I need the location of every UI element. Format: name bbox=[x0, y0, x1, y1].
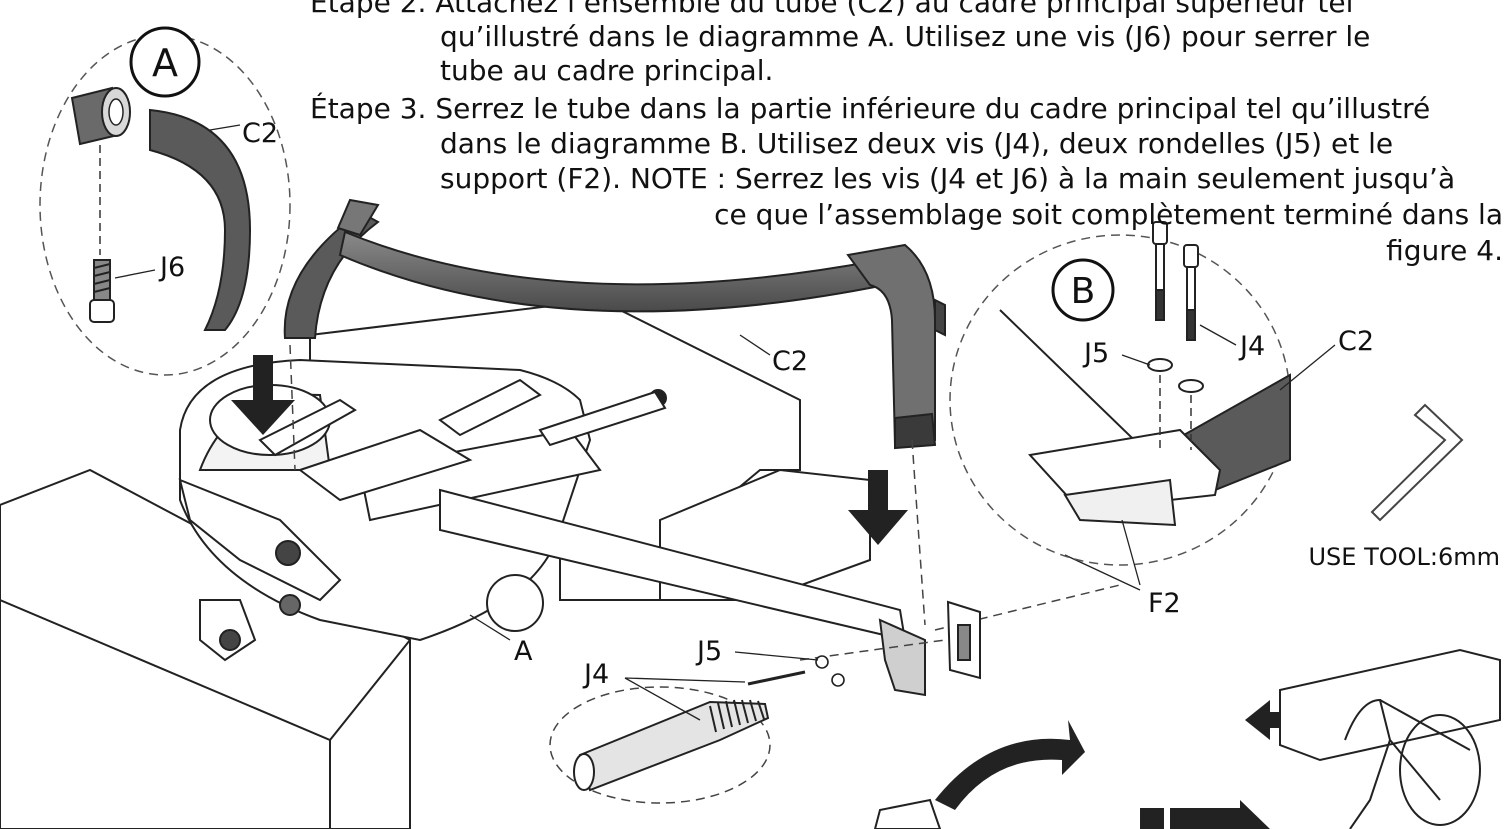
step3-line1: Étape 3. Serrez le tube dans la partie i… bbox=[310, 92, 1431, 125]
step3-line3: support (F2). NOTE : Serrez les vis (J4 … bbox=[440, 162, 1456, 195]
step2-line3: tube au cadre principal. bbox=[440, 54, 774, 87]
bracket-f2-main bbox=[946, 600, 981, 680]
main-label-a: A bbox=[514, 636, 533, 667]
tube-c2 bbox=[283, 198, 946, 450]
packaging-box-left bbox=[0, 468, 411, 829]
down-arrow-left bbox=[231, 355, 295, 435]
step3-line2: dans le diagramme B. Utilisez deux vis (… bbox=[440, 127, 1394, 160]
down-arrow-right bbox=[848, 470, 908, 545]
tool-label: USE TOOL:6mm bbox=[1308, 543, 1500, 571]
detail-a-label-j6: J6 bbox=[158, 252, 185, 283]
main-label-j5: J5 bbox=[695, 636, 722, 667]
hardware-main bbox=[747, 655, 845, 687]
detail-b-label-c2: C2 bbox=[1338, 326, 1374, 357]
main-label-j4: J4 bbox=[582, 659, 609, 690]
detail-b bbox=[949, 221, 1336, 586]
step2-line1: Étape 2. Attachez l’ensemble du tube (C2… bbox=[310, 0, 1354, 19]
main-label-c2: C2 bbox=[772, 346, 808, 377]
leader-lines bbox=[469, 334, 1141, 721]
detail-b-label-j4: J4 bbox=[1238, 331, 1265, 362]
detail-a bbox=[39, 26, 291, 376]
bolt-j4-enlarged bbox=[549, 686, 771, 804]
detail-b-label-j5: J5 bbox=[1082, 338, 1109, 369]
hex-key-icon bbox=[1370, 403, 1464, 522]
bottom-preview bbox=[873, 648, 1501, 829]
detail-a-label-c2: C2 bbox=[242, 118, 278, 149]
step2-line2: qu’illustré dans le diagramme A. Utilise… bbox=[440, 20, 1371, 53]
step3-line4: ce que l’assemblage soit complètement te… bbox=[714, 198, 1503, 231]
detail-b-label-f2: F2 bbox=[1148, 588, 1181, 619]
step3-line5: figure 4. bbox=[1386, 234, 1503, 267]
detail-b-marker: B bbox=[1071, 271, 1096, 312]
detail-a-marker: A bbox=[152, 41, 178, 85]
